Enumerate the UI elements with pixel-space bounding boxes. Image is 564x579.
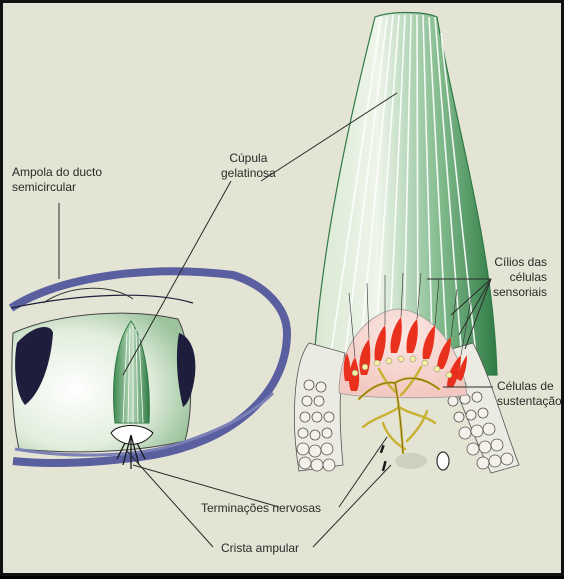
small-cupula-hairs [122,325,144,424]
leader-cilios-3 [458,278,492,336]
label-sustentacao-line2: sustentação [497,394,562,408]
label-cilios-sensoriais: Cílios das células sensoriais [493,255,547,300]
ampulla-top-rim [10,294,194,309]
illustration [8,11,520,548]
leader-terminacoes-large [338,436,388,508]
fiber-ends [379,444,387,472]
ampulla-bottom-band [14,391,275,457]
leader-terminacoes-small [132,464,280,508]
label-celulas-sustentacao: Células de sustentação [497,379,562,409]
label-sustentacao-line1: Células de [497,379,554,393]
nuclei-row [351,355,453,379]
ampulla-dark-right [176,333,196,407]
ampulla-outer-arc [8,267,292,467]
label-cupula-line1: Cúpula [229,151,268,165]
ampulla-cross-section [8,267,292,469]
leader-crista-large [312,464,392,548]
sensory-epithelium [338,308,468,399]
cupula-body [312,11,498,376]
cupula-detail [294,11,520,474]
cilia-lines [348,272,472,358]
nerve-fibers-dark [358,377,440,454]
blood-vessel [436,451,450,471]
small-nerve-fibers [116,434,146,469]
label-cupula-gelatinosa: Cúpula gelatinosa [221,151,276,181]
leader-cilios-2 [450,278,492,316]
label-crista-text: Crista ampular [221,541,300,555]
label-cupula-line2: gelatinosa [221,166,276,180]
small-crista [110,425,154,445]
leader-cilios-4 [464,278,492,350]
label-ampola-line2: semicircular [12,180,77,194]
label-ampola-line1: Ampola do ducto [12,165,103,179]
label-ampola-ducto: Ampola do ducto semicircular [12,165,102,195]
leader-lines [58,92,493,548]
leader-cupula-small [122,180,232,376]
label-cilios-line3: sensoriais [493,285,548,299]
leader-cupula-large [260,92,398,182]
label-terminacoes-nervosas: Terminações nervosas [201,501,321,516]
supporting-cells-left [294,342,346,472]
nerve-shadow [395,453,427,469]
label-cilios-line1: Cílios das [494,255,548,269]
label-terminacoes-text: Terminações nervosas [201,501,322,515]
small-cupula [113,320,150,424]
ampulla-outline-curve [42,287,134,304]
leader-crista-small [126,450,214,548]
hair-cells [343,317,467,391]
label-crista-ampular: Crista ampular [221,541,299,556]
label-cilios-line2: células [509,270,548,284]
ampulla-dark-left [15,327,54,405]
